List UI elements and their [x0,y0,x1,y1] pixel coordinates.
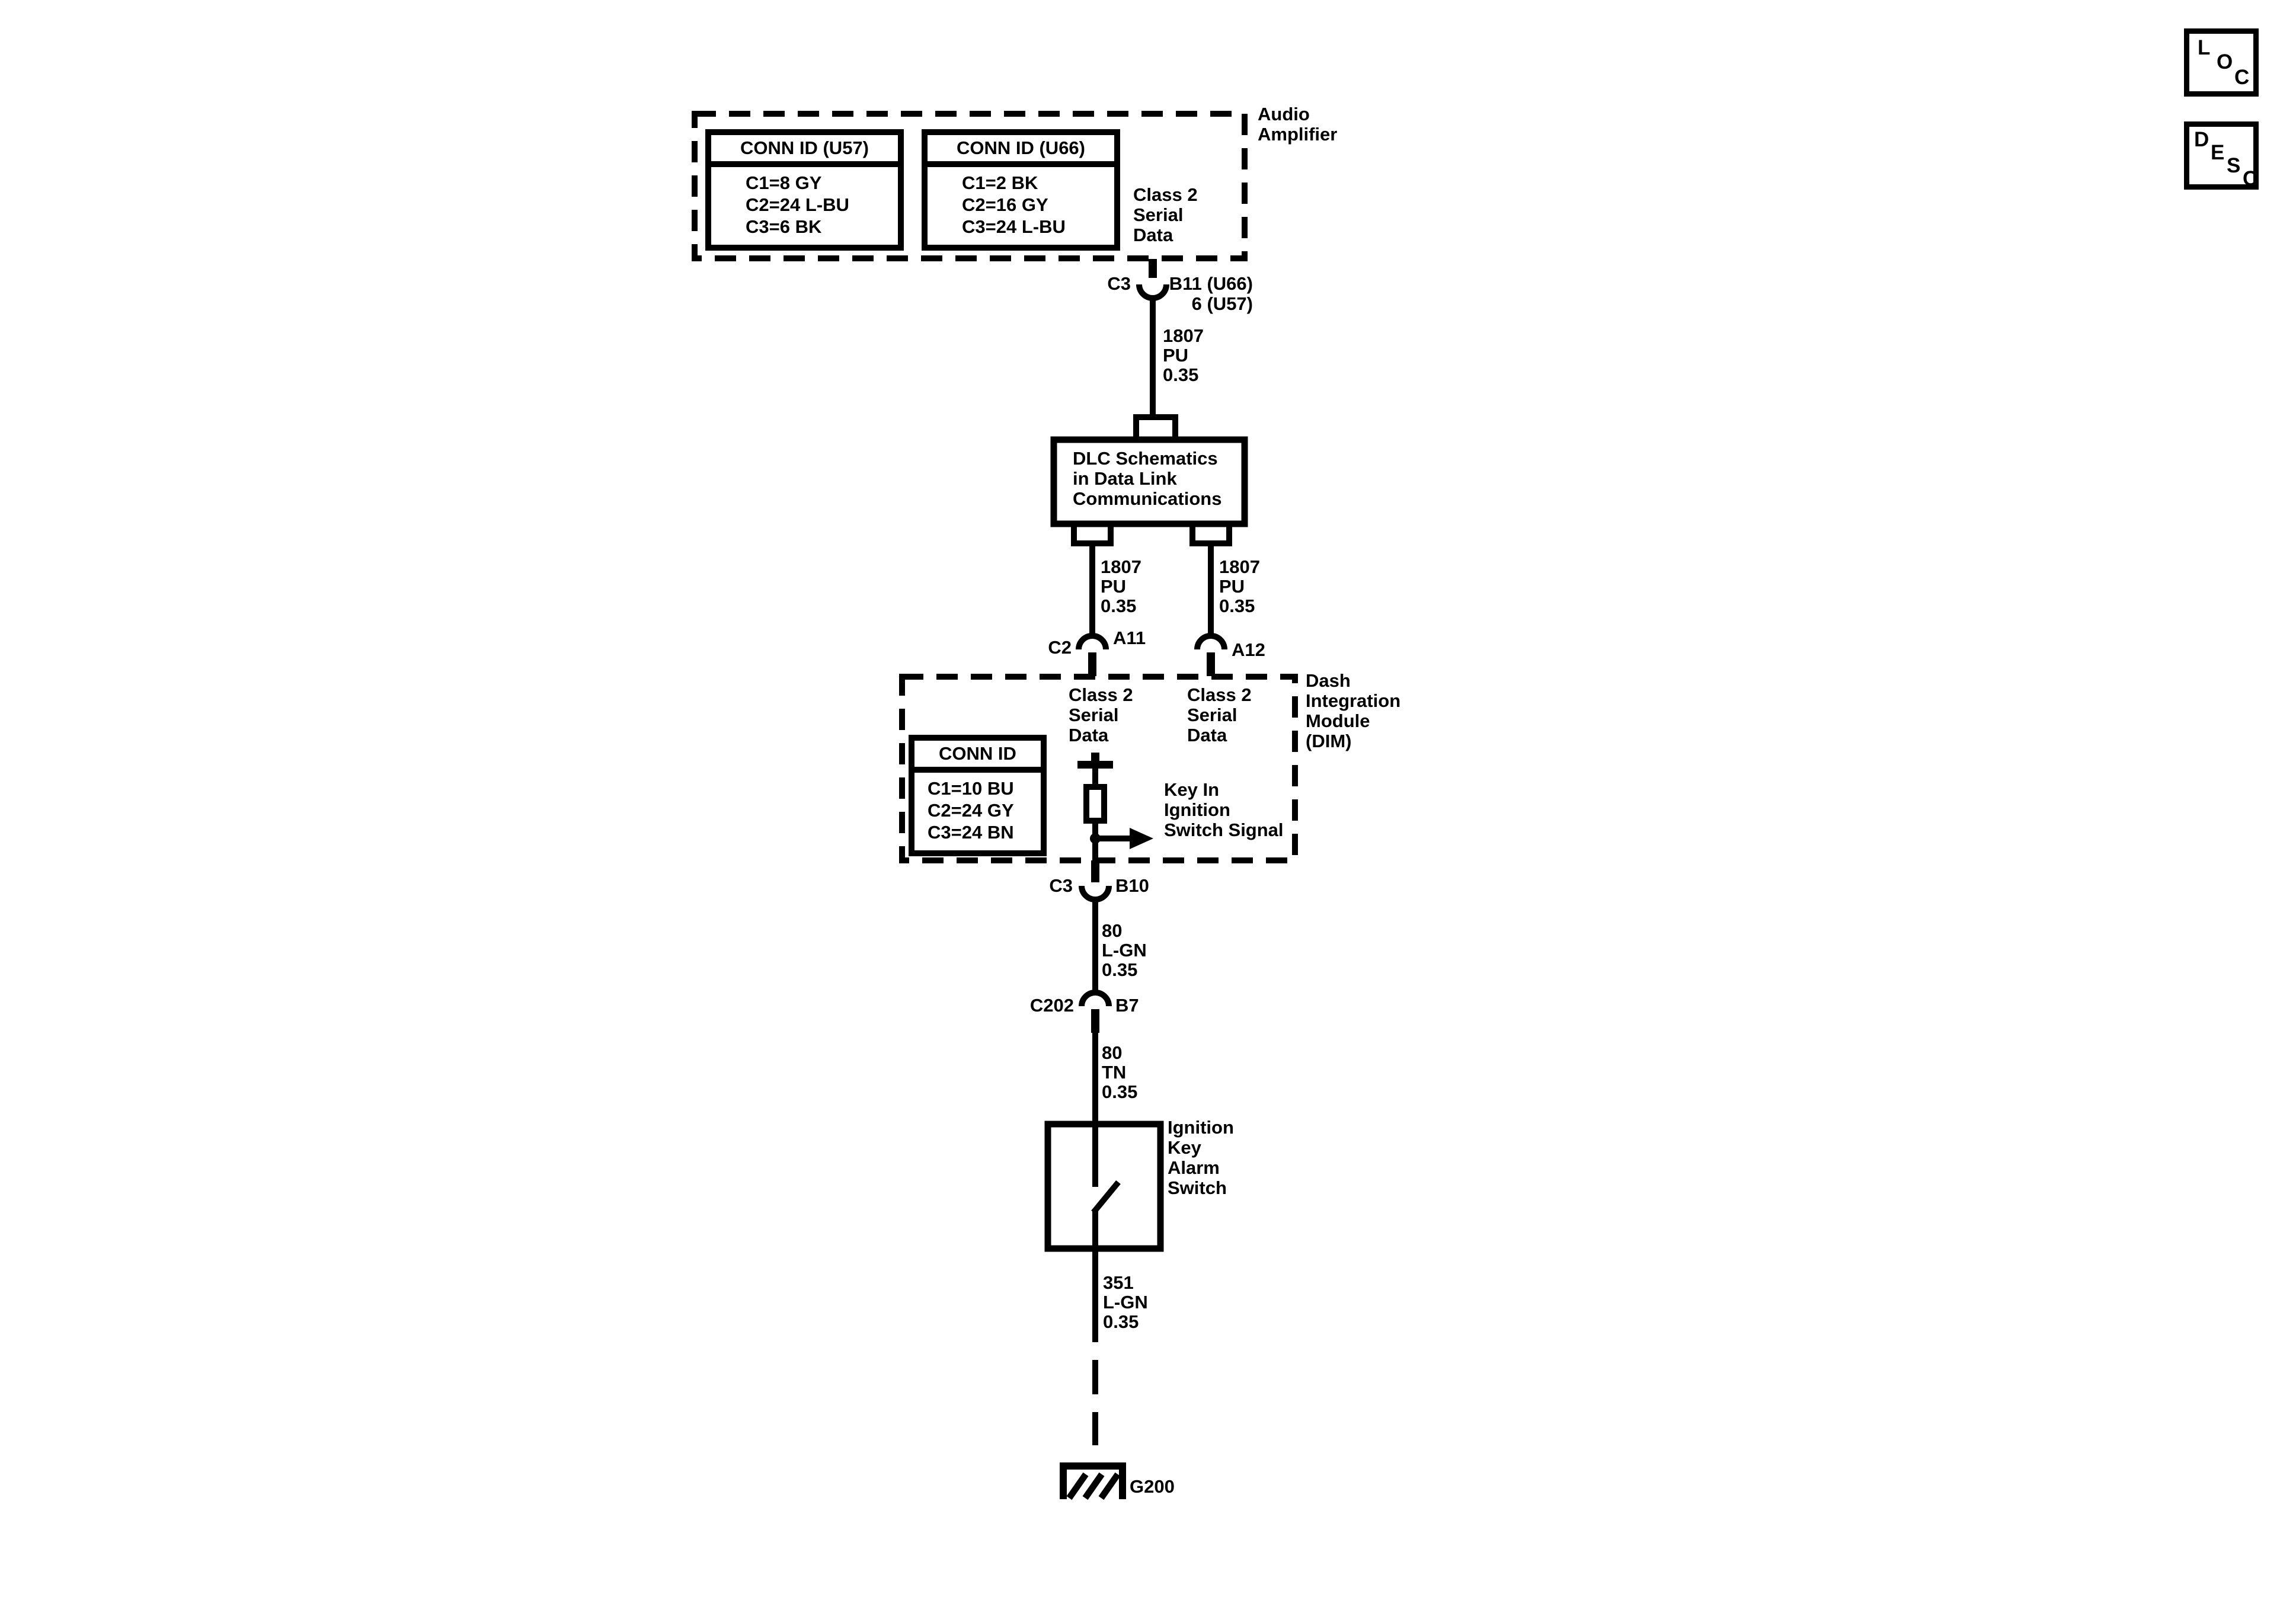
dlc-box [1050,436,1248,527]
wire-label-amp-dlc: 1807 PU 0.35 [1163,325,1204,385]
table-row: C1=8 GY [746,172,822,193]
connector-a11-conn-label: C2 [1048,637,1072,658]
connector-b7-conn-label: C202 [1029,995,1074,1016]
audio-amplifier-label: Audio Amplifier [1258,104,1338,145]
conn-id-table-u57-header: CONN ID (U57) [711,135,898,167]
dim-class2-right-label: Class 2 Serial Data [1187,684,1252,745]
table-row: C1=2 BK [962,172,1038,193]
dim-class2-left-label: Class 2 Serial Data [1069,684,1133,745]
desc-button-letter: S [2227,154,2241,177]
desc-button-letter: E [2211,141,2225,164]
wire-label-switch-ground: 351 L-GN 0.35 [1103,1272,1148,1332]
connector-a11-pin-label: A11 [1113,628,1146,648]
table-row: C3=24 L-BU [962,216,1066,237]
table-row: C2=16 GY [962,194,1048,215]
connector-b7-symbol [1079,990,1112,1033]
audio-amplifier-box [692,111,1248,261]
connector-b10-pin-label: B10 [1115,875,1149,896]
connector-b11-symbol [1136,259,1169,301]
desc-button[interactable]: D E S C [2184,121,2259,190]
loc-button-letter: L [2198,36,2211,59]
resistor-icon [1077,753,1113,860]
ignition-key-alarm-switch-label: Ignition Key Alarm Switch [1168,1117,1234,1198]
connector-a12-symbol [1194,633,1227,676]
connector-b11-conn-label: C3 [1107,273,1131,294]
table-row: C3=24 BN [928,822,1014,843]
table-row: C3=6 BK [746,216,822,237]
table-row: C1=10 BU [928,778,1014,799]
conn-id-table-dim: CONN ID C1=10 BU C2=24 GY C3=24 BN [909,735,1047,856]
conn-id-table-dim-header: CONN ID [914,741,1041,773]
conn-id-table-u66-header: CONN ID (U66) [928,135,1114,167]
wire-label-dlc-a12: 1807 PU 0.35 [1219,556,1260,616]
loc-button-letter: C [2234,66,2250,89]
ignition-switch-box [1044,1121,1164,1252]
loc-button[interactable]: L O C [2184,28,2259,97]
wire-label-dlc-a11: 1807 PU 0.35 [1101,556,1141,616]
wire-label-b7-switch: 80 TN 0.35 [1102,1042,1138,1102]
connector-b10-symbol [1079,860,1112,902]
ground-icon [1060,1462,1126,1500]
key-in-ignition-switch-signal-label: Key In Ignition Switch Signal [1164,779,1284,840]
connector-b7-pin-label: B7 [1115,995,1139,1016]
table-row: C2=24 GY [928,800,1014,821]
conn-id-table-u66: CONN ID (U66) C1=2 BK C2=16 GY C3=24 L-B… [922,129,1120,251]
dlc-box-label: DLC Schematics in Data Link Communicatio… [1073,448,1222,509]
switch-contact-icon [1091,1124,1121,1342]
connector-b10-conn-label: C3 [1049,875,1073,896]
conn-id-table-u57: CONN ID (U57) C1=8 GY C2=24 L-BU C3=6 BK [705,129,904,251]
connector-a11-symbol [1076,633,1109,676]
connector-a12-pin-label: A12 [1232,639,1265,660]
desc-button-letter: C [2243,167,2258,190]
dlc-top-bracket [1133,414,1178,440]
dim-label: Dash Integration Module (DIM) [1306,670,1401,751]
connector-b11-pin-label: B11 (U66) 6 (U57) [1169,273,1253,314]
table-row: C2=24 L-BU [746,194,849,215]
wire-label-b10-b7: 80 L-GN 0.35 [1102,920,1147,980]
signal-arrow-icon [1090,828,1153,849]
loc-button-letter: O [2217,50,2233,73]
ground-g200-label: G200 [1130,1476,1175,1497]
desc-button-letter: D [2194,128,2209,151]
amp-class2-serial-data-label: Class 2 Serial Data [1133,184,1198,245]
